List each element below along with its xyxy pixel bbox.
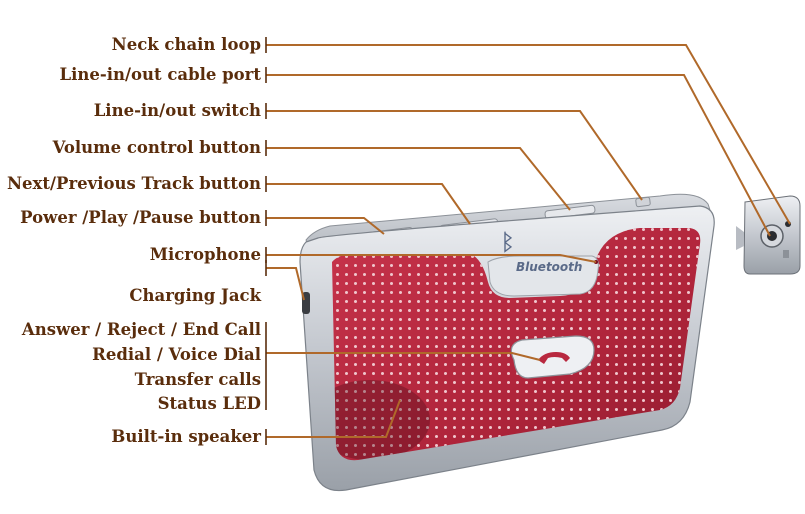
label-line-cable-port: Line-in/out cable port <box>59 65 261 85</box>
label-microphone: Microphone <box>150 245 261 265</box>
label-power-button: Power /Play /Pause button <box>20 208 261 228</box>
label-line-switch: Line-in/out switch <box>94 101 261 121</box>
label-status-led: Status LED <box>158 394 261 414</box>
label-volume-button: Volume control button <box>53 138 261 158</box>
label-speaker: Built-in speaker <box>111 427 261 447</box>
label-neck-chain-loop: Neck chain loop <box>112 35 261 55</box>
label-charging-jack: Charging Jack <box>129 286 261 306</box>
label-answer-reject: Answer / Reject / End Call <box>22 320 261 340</box>
port-closeup-inset <box>736 196 800 274</box>
line-switch[interactable] <box>636 197 651 207</box>
bluetooth-wordmark: Bluetooth <box>516 260 582 274</box>
label-redial: Redial / Voice Dial <box>92 345 261 365</box>
label-transfer: Transfer calls <box>135 370 261 390</box>
leader-line-switch <box>266 111 642 200</box>
leader-charging-jack <box>266 268 304 300</box>
label-track-button: Next/Previous Track button <box>7 174 261 194</box>
leader-volume <box>266 148 570 210</box>
leader-neck-chain-loop <box>266 45 790 224</box>
